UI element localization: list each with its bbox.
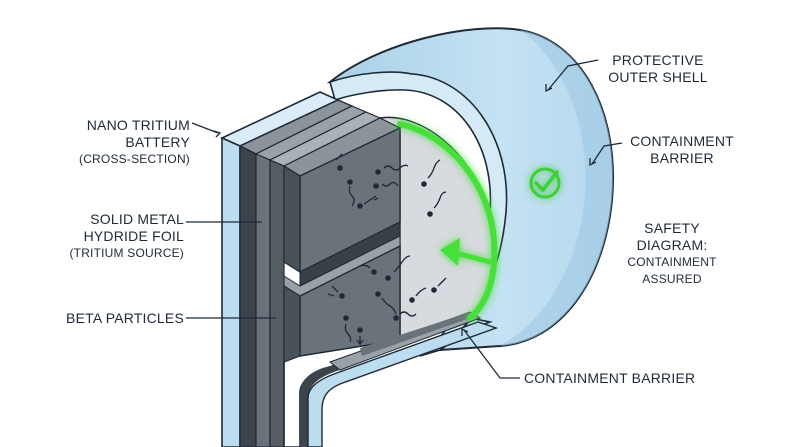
label-containment-barrier-bottom: CONTAINMENT BARRIER [524,370,724,387]
protective-outer-shell [326,27,614,357]
beta-particle-icon [359,264,377,275]
label-foil-line1: SOLID METAL [90,211,184,227]
label-safety-line1: SAFETY [644,220,700,236]
beta-particle-icon [431,277,447,293]
label-battery-line3: (CROSS-SECTION) [79,152,190,166]
label-battery-line2: BATTERY [125,134,190,150]
beta-particle-icon [357,195,379,209]
label-beta-particles: BETA PARTICLES [50,310,184,327]
beta-particle-icon [421,159,441,187]
beta-particles [327,153,447,346]
beta-particle-icon [393,311,417,321]
label-containment-barrier-right: CONTAINMENT BARRIER [622,133,742,167]
label-safety-line4: ASSURED [642,272,702,286]
label-nano-tritium-battery: NANO TRITIUM BATTERY (CROSS-SECTION) [60,117,190,168]
label-protective-outer-shell: PROTECTIVE OUTER SHELL [598,52,718,86]
label-safety-line2: DIAGRAM: [636,237,708,253]
label-barrier-right-line1: CONTAINMENT [630,133,734,149]
bottom-containment-barrier [283,311,499,447]
beta-particle-icon [343,315,352,343]
beta-particle-icon [375,291,397,315]
label-battery-line1: NANO TRITIUM [86,117,190,133]
beta-particle-icon [427,191,447,217]
label-foil-line2: HYDRIDE FOIL [83,228,184,244]
label-beta-line1: BETA PARTICLES [66,310,184,326]
beta-particle-icon [385,255,411,281]
label-shell-line2: OUTER SHELL [608,69,708,85]
label-shell-line1: PROTECTIVE [612,52,704,68]
beta-particle-icon [409,287,427,303]
glowing-barrier-arc [397,121,498,321]
glow-arrow-icon [440,238,493,266]
beta-particle-icon [347,179,355,207]
battery-housing [220,91,382,447]
leader-lines [186,59,623,379]
label-foil-line3: (TRITIUM SOURCE) [69,246,184,260]
beta-particle-icon [327,285,345,299]
label-solid-metal-hydride-foil: SOLID METAL HYDRIDE FOIL (TRITIUM SOURCE… [58,211,184,262]
beta-particle-icon [335,153,343,171]
beta-particle-icon [373,181,399,189]
label-safety-line3: CONTAINMENT [627,255,717,269]
check-circle-icon [529,167,561,199]
label-barrier-right-line2: BARRIER [650,150,714,166]
beta-particle-icon [356,327,364,346]
label-barrier-bottom-line1: CONTAINMENT BARRIER [524,370,696,386]
beta-particle-icon [375,164,409,175]
label-safety-diagram: SAFETY DIAGRAM: CONTAINMENT ASSURED [614,220,730,288]
